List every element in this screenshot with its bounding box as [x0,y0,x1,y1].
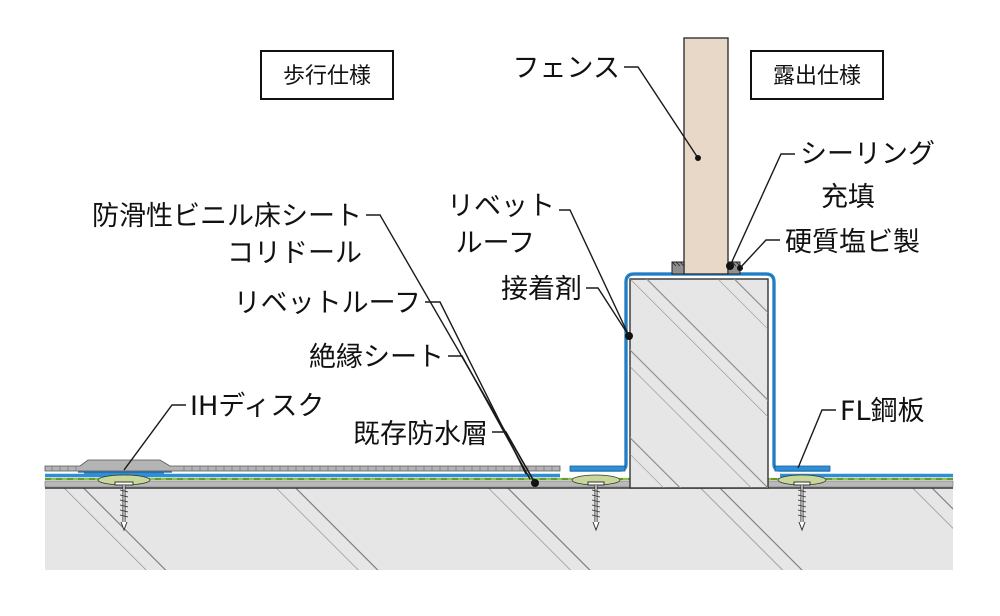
label-rivet-roof-b: リベットルーフ [234,288,421,319]
label-corridor: コリドール [227,238,362,269]
anti-slip-vinyl-floor-sheet [44,459,561,472]
leader-lines [123,66,836,484]
label-hard-pvc: 硬質塩ビ製 [785,227,920,258]
label-adhesive: 接着剤 [501,274,582,305]
anchor-screw-center [587,481,605,532]
label-floor-sheet: 防滑性ビニル床シート [92,201,362,232]
label-rivet-roof-a-1: リベット [447,191,555,222]
label-insulation-sheet: 絶縁シート [309,342,444,373]
walking-spec-label: 歩行仕様 [283,64,371,89]
label-rivet-roof-a-2: ルーフ [456,228,535,259]
fl-steel-plate-right [774,465,831,472]
label-sealing-2: 充填 [821,182,875,213]
walking-spec-box: 歩行仕様 [260,50,394,100]
anchor-screw-left [114,481,134,532]
exposed-spec-label: 露出仕様 [773,64,861,89]
existing-waterproof-layer [44,480,954,488]
label-existing-layer: 既存防水層 [353,419,488,450]
fl-steel-plate-left [569,465,626,472]
concrete-slab [45,487,953,570]
label-ih-disk: IHディスク [190,391,324,422]
concrete-pedestal [629,278,769,489]
exposed-spec-box: 露出仕様 [750,50,884,100]
labels: フェンス シーリング 充填 リベット ルーフ 硬質塩ビ製 接着剤 防滑性ビニル床… [92,53,935,450]
anchor-screw-right [793,481,811,532]
ih-disk-left [78,471,172,486]
label-fl-steel: FL鋼板 [840,396,925,427]
label-sealing-1: シーリング [800,139,935,170]
fence-post [683,37,729,275]
label-fence: フェンス [513,53,620,84]
